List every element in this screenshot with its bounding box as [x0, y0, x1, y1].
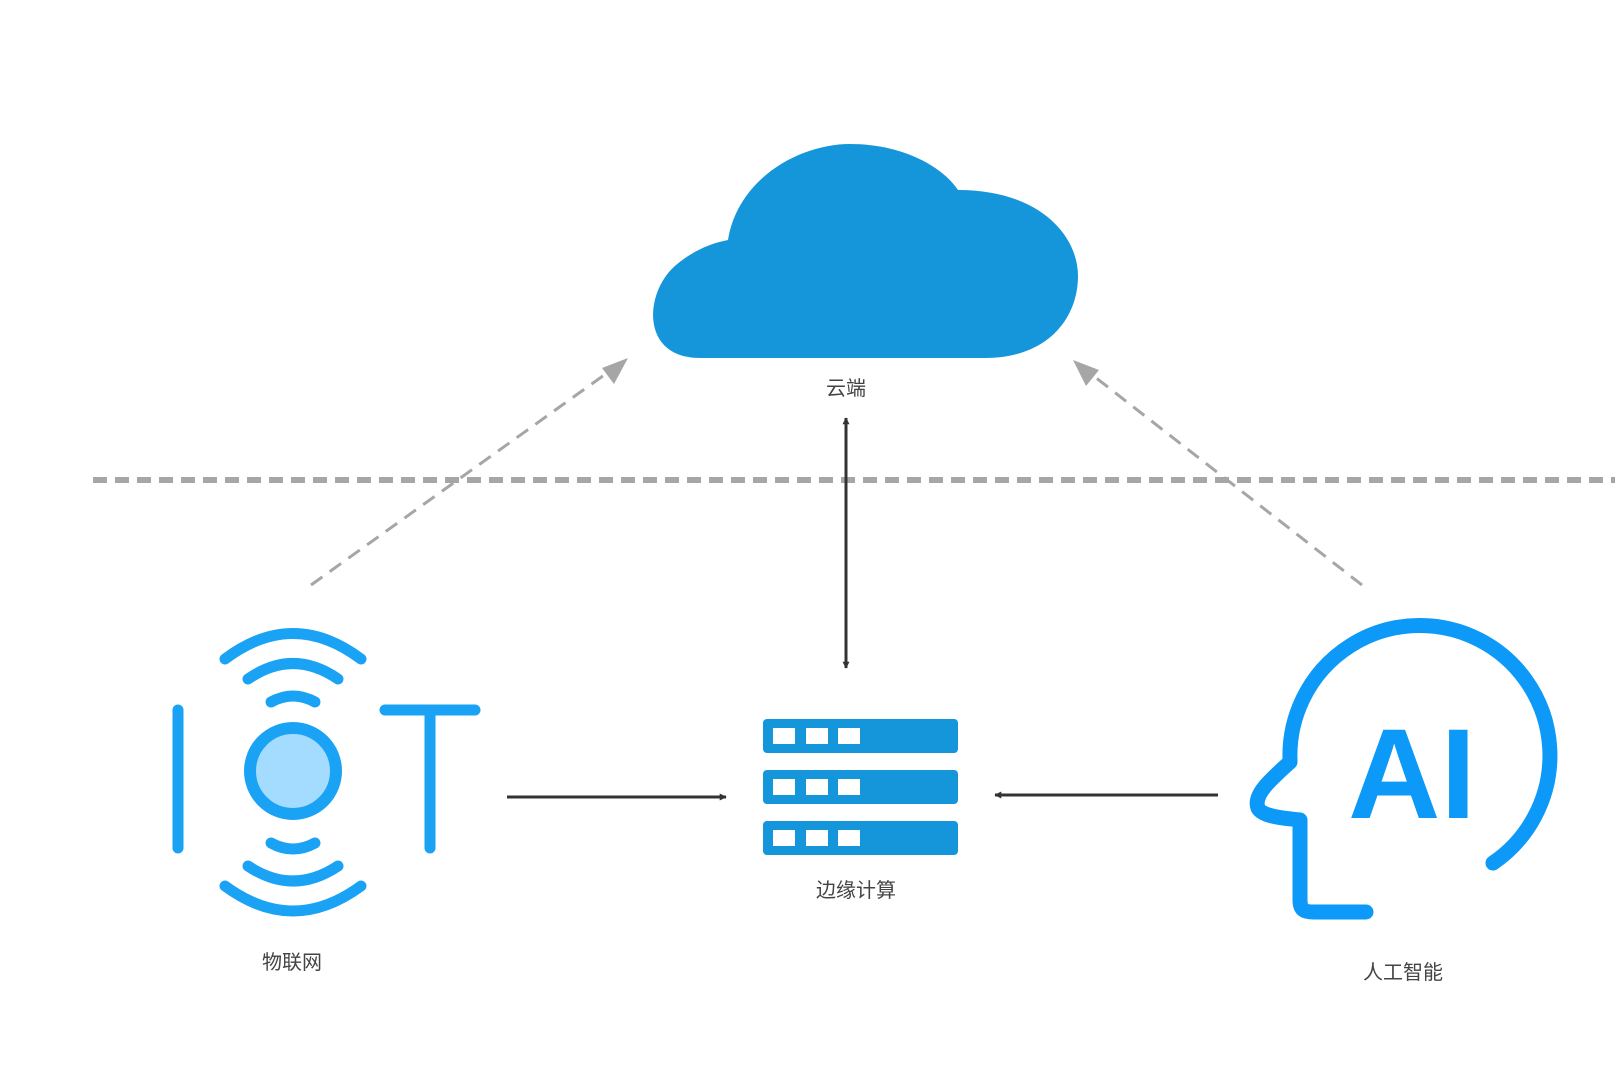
iot-label: 物联网 [262, 950, 322, 974]
server-rack-unit [763, 821, 958, 855]
dashed-arrow-iot-to-cloud [310, 358, 628, 587]
server-indicator-light [773, 830, 795, 846]
ai-head-outline [1249, 617, 1558, 920]
edge-computing-label: 边缘计算 [816, 878, 896, 902]
server-rack-unit [763, 770, 958, 804]
server-indicator-light [838, 779, 860, 795]
iot-wave-top-2 [242, 658, 344, 685]
server-indicator-light [838, 830, 860, 846]
dashed-arrow-ai-to-cloud [1073, 360, 1363, 587]
server-indicator-light [806, 779, 828, 795]
cloud-icon [653, 144, 1078, 358]
server-indicator-light [806, 830, 828, 846]
server-indicator-light [806, 728, 828, 744]
iot-wave-top-3 [219, 628, 367, 665]
cloud-label: 云端 [826, 376, 866, 400]
server-indicator-light [838, 728, 860, 744]
iot-core-circle [244, 722, 342, 820]
iot-wave-bottom-1 [265, 837, 321, 855]
iot-wave-bottom-2 [242, 860, 344, 887]
ai-head-icon: AI [1249, 617, 1558, 920]
ai-label: 人工智能 [1363, 960, 1443, 984]
iot-wave-top-1 [265, 690, 321, 708]
server-indicator-light [773, 728, 795, 744]
server-rack-unit [763, 719, 958, 753]
server-indicator-light [773, 779, 795, 795]
iot-wave-bottom-3 [219, 880, 367, 917]
ai-letters: AI [1348, 703, 1476, 846]
iot-icon [172, 628, 481, 917]
server-icon [763, 719, 958, 855]
